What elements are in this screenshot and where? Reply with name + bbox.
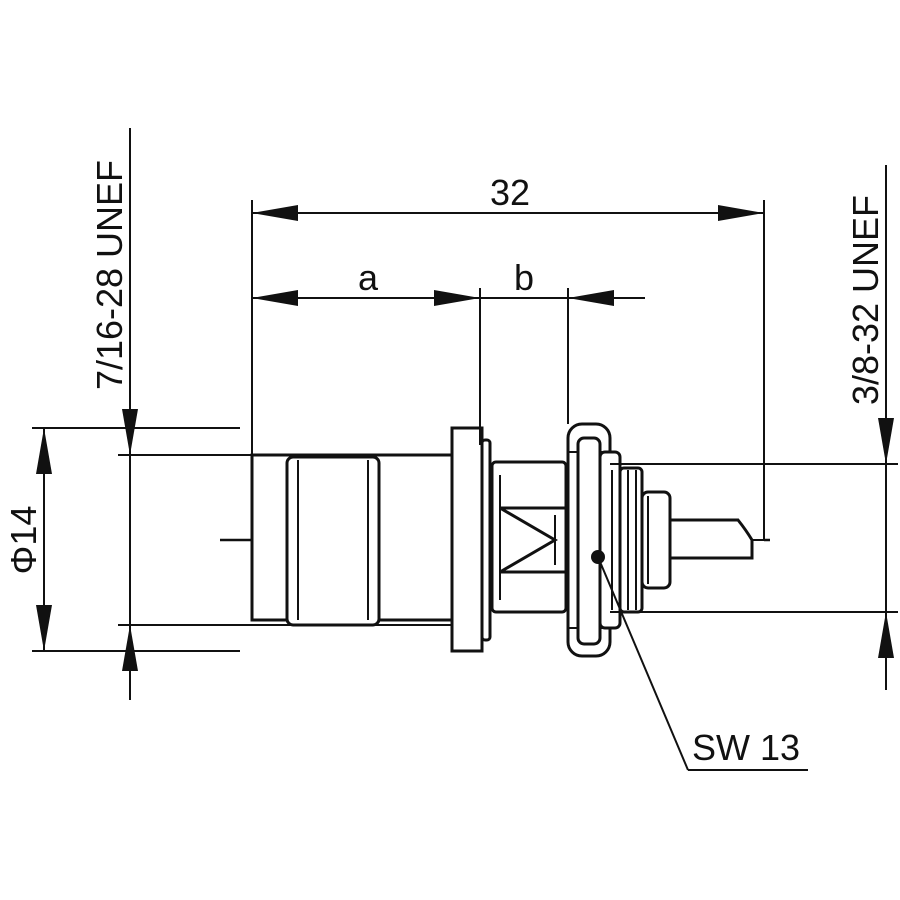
- right-thread-label: 3/8-32 UNEF: [845, 195, 886, 405]
- collar: [450, 426, 492, 653]
- dimension-a: a: [252, 257, 481, 445]
- hex-body: [490, 460, 568, 614]
- panel-nut: [566, 422, 622, 658]
- left-sleeve: [250, 453, 460, 627]
- dimension-diameter-label: Φ14: [3, 506, 44, 575]
- rear-thread: [618, 466, 672, 614]
- dimension-b-label: b: [514, 257, 534, 298]
- dimension-b: b: [480, 257, 645, 424]
- left-thread-label: 7/16-28 UNEF: [89, 160, 130, 390]
- dimension-32-label: 32: [490, 172, 530, 213]
- wrench-size-label: SW 13: [692, 727, 800, 768]
- contact-pin: [668, 518, 754, 560]
- dimension-a-label: a: [358, 257, 379, 298]
- left-thread-callout: 7/16-28 UNEF: [89, 128, 452, 700]
- dimension-diameter: Φ14: [3, 427, 240, 652]
- right-thread-callout: 3/8-32 UNEF: [610, 165, 898, 690]
- dimension-32: 32: [251, 172, 765, 541]
- wrench-size-callout: SW 13: [597, 556, 808, 771]
